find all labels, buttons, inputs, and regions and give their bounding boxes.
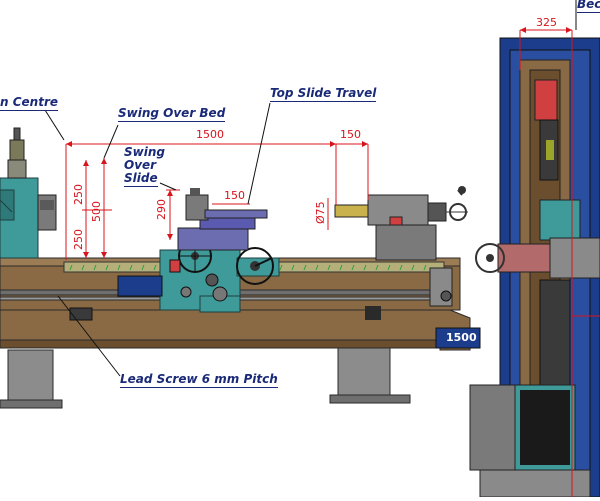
dim-150-top: 150 (340, 128, 361, 141)
label-lead-screw: Lead Screw 6 mm Pitch (120, 372, 278, 388)
nameplate-text: 1500 (446, 331, 477, 344)
end-view (469, 0, 600, 498)
tailstock (334, 186, 468, 261)
bed-label-plate (69, 307, 93, 321)
dim-290: 290 (155, 199, 168, 220)
dimension-arrows (66, 27, 572, 258)
dim-250-upper: 250 (72, 184, 85, 205)
label-top-slide-travel: Top Slide Travel (270, 86, 377, 102)
dim-1500: 1500 (196, 128, 224, 141)
label-centre: n Centre (0, 95, 59, 111)
leader-lines (44, 102, 271, 377)
dim-150-mid: 150 (224, 189, 245, 202)
dim-dia-75: Ø75 (314, 201, 327, 224)
dim-325: 325 (536, 16, 557, 29)
bed-front-strip (0, 339, 471, 349)
cross-slide (177, 188, 268, 251)
lathe-leg-left (0, 349, 63, 409)
bed-small-plate (365, 306, 381, 320)
label-swing-over-slide-2: Over (124, 158, 157, 172)
dimension-lines (65, 29, 572, 260)
headstock (0, 127, 57, 259)
label-swing-over-slide-3: Slide (124, 171, 158, 187)
lathe-leg-right (329, 344, 411, 404)
label-swing-over-slide-1: Swing (124, 145, 165, 159)
dim-500: 500 (90, 201, 103, 222)
carriage-apron (117, 239, 280, 313)
dim-250-lower: 250 (72, 229, 85, 250)
bed-nameplate (435, 327, 481, 349)
label-bed-partial: Bec (577, 0, 600, 13)
bed-right-handwheel (440, 290, 452, 302)
label-swing-over-bed: Swing Over Bed (118, 106, 226, 122)
